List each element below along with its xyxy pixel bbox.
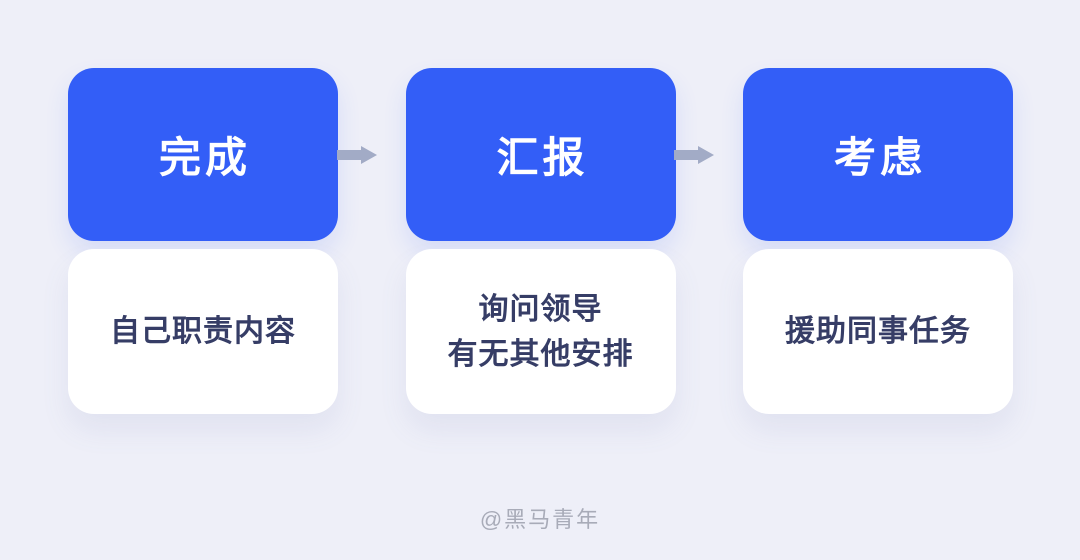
step-card-report: 汇报 询问领导 有无其他安排	[405, 68, 676, 414]
step-3-body: 援助同事任务	[743, 249, 1013, 414]
flow-arrow-right-icon	[337, 142, 377, 168]
step-2-body: 询问领导 有无其他安排	[405, 249, 676, 414]
step-card-consider: 考虑 援助同事任务	[743, 68, 1013, 414]
author-watermark: @黑马青年	[479, 507, 601, 532]
step-3-title: 考虑	[833, 134, 926, 181]
step-3-description: 援助同事任务	[785, 315, 971, 348]
step-1-body: 自己职责内容	[68, 249, 338, 414]
step-3-header: 考虑	[743, 68, 1013, 241]
step-1-description: 自己职责内容	[110, 315, 296, 348]
step-2-header: 汇报	[405, 68, 676, 241]
process-steps-row: 完成 自己职责内容 汇报 询问领导 有无其他安排 考虑 援助同事任务	[68, 68, 1013, 414]
step-1-title: 完成	[158, 134, 251, 181]
step-2-description-line-1: 询问领导	[478, 292, 603, 326]
step-1-header: 完成	[68, 68, 338, 241]
step-2-title: 汇报	[496, 134, 589, 181]
flow-arrow-right-icon	[674, 142, 714, 168]
step-card-complete: 完成 自己职责内容	[68, 68, 338, 414]
step-2-description-line-2: 有无其他安排	[447, 337, 634, 371]
